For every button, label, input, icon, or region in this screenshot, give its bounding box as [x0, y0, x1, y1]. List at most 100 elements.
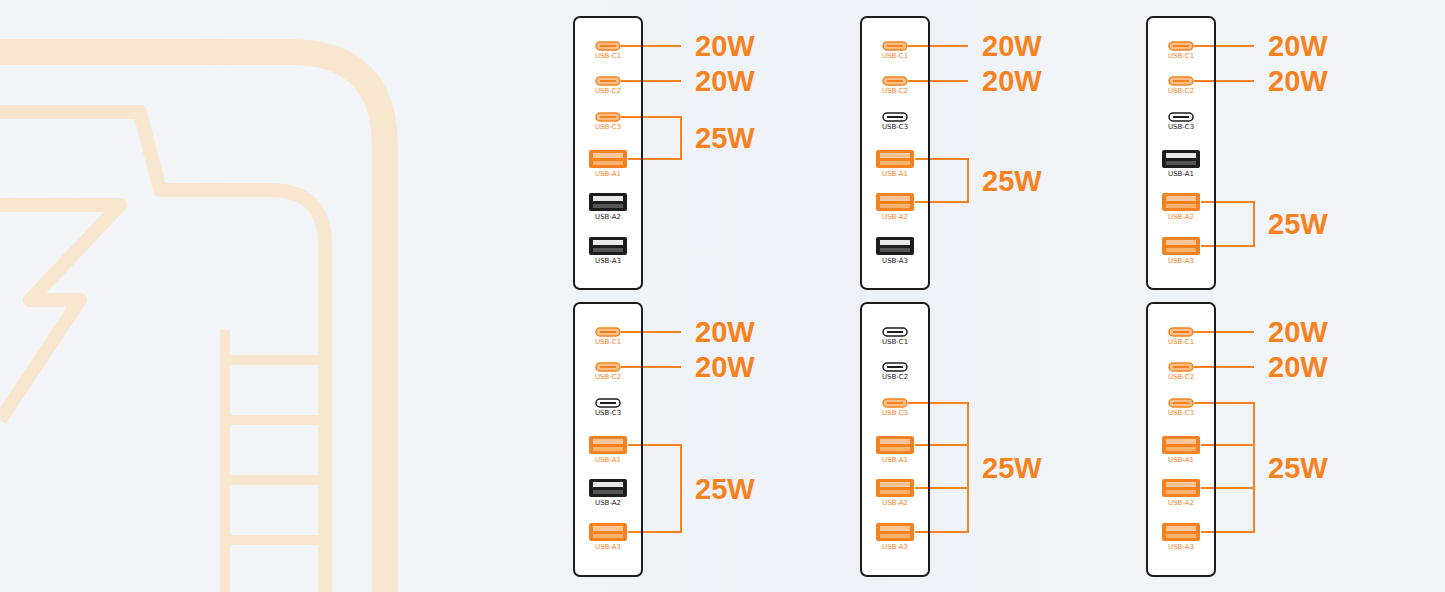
usb-a-port [589, 479, 627, 497]
leader-line [1194, 366, 1254, 368]
usb-c-port [1169, 328, 1193, 336]
port-name: USB-C1 [1168, 338, 1194, 346]
usb-c-port [596, 399, 620, 407]
usb-a-port [876, 523, 914, 541]
usb-c-port [596, 113, 620, 121]
bracket-line [915, 531, 968, 533]
panel-ground [574, 303, 642, 576]
charger-panel: USB-C1USB-C2USB-C3USB-A1USB-A2USB-A3 [1146, 302, 1216, 577]
bracket-line [1201, 531, 1254, 533]
usb-c-port [883, 77, 907, 85]
bracket-line [1253, 402, 1255, 533]
port-name: USB-A3 [1168, 257, 1194, 265]
port-name: USB-C2 [882, 373, 908, 381]
usb-c-port [1169, 363, 1193, 371]
bracket-line [1201, 201, 1254, 203]
panel-ground [861, 303, 929, 576]
leader-line [908, 80, 968, 82]
bracket-line [967, 402, 969, 533]
usb-c-port [1169, 113, 1193, 121]
power-rating: 20W [982, 65, 1042, 97]
usb-a-port [876, 237, 914, 255]
usb-a-port [589, 523, 627, 541]
port-name: USB-A2 [882, 499, 908, 507]
bracket-line [915, 487, 968, 489]
port-name: USB-C3 [1168, 409, 1194, 417]
port-name: USB-A3 [882, 257, 908, 265]
port-name: USB-C1 [882, 52, 908, 60]
charger-panel: USB-C1USB-C2USB-C3USB-A1USB-A2USB-A3 [1146, 16, 1216, 290]
port-name: USB-C2 [882, 87, 908, 95]
charger-panel: USB-C1USB-C2USB-C3USB-A1USB-A2USB-A3 [860, 16, 930, 290]
port-name: USB-C2 [1168, 373, 1194, 381]
panel-ground [574, 17, 642, 289]
power-rating: 25W [982, 452, 1042, 484]
port-name: USB-C3 [882, 409, 908, 417]
bracket-line [1201, 487, 1254, 489]
usb-c-port [883, 399, 907, 407]
leader-line [621, 331, 681, 333]
usb-a-port [876, 150, 914, 168]
port-name: USB-C1 [595, 52, 621, 60]
leader-line [621, 80, 681, 82]
bracket-line [1201, 444, 1254, 446]
power-rating: 20W [1268, 316, 1328, 348]
usb-a-port [1162, 479, 1200, 497]
usb-c-port [1169, 399, 1193, 407]
panel-ground [1147, 303, 1215, 576]
bracket-line [628, 444, 681, 446]
leader-line [1194, 331, 1254, 333]
usb-c-port [883, 328, 907, 336]
power-rating: 25W [695, 473, 755, 505]
charger-panel: USB-C1USB-C2USB-C3USB-A1USB-A2USB-A3 [573, 16, 643, 290]
port-name: USB-A1 [882, 456, 908, 464]
usb-c-port [883, 113, 907, 121]
bracket-line [1253, 201, 1255, 247]
usb-a-port [876, 479, 914, 497]
port-name: USB-A1 [882, 170, 908, 178]
port-name: USB-A3 [1168, 543, 1194, 551]
port-name: USB-C2 [595, 373, 621, 381]
port-name: USB-C3 [595, 123, 621, 131]
charger-watermark [0, 52, 385, 592]
leader-line [1194, 45, 1254, 47]
bracket-line [1194, 402, 1254, 404]
port-name: USB-C1 [882, 338, 908, 346]
power-rating: 20W [982, 30, 1042, 62]
bracket-line [908, 402, 968, 404]
usb-a-port [589, 150, 627, 168]
port-name: USB-C3 [1168, 123, 1194, 131]
panel-ground [1147, 17, 1215, 289]
bracket-line [680, 116, 682, 160]
usb-a-port [1162, 523, 1200, 541]
usb-a-port [1162, 436, 1200, 454]
port-name: USB-C2 [1168, 87, 1194, 95]
usb-a-port [589, 237, 627, 255]
usb-c-port [596, 328, 620, 336]
power-rating: 20W [695, 30, 755, 62]
usb-a-port [1162, 193, 1200, 211]
usb-c-port [596, 42, 620, 50]
port-name: USB-A1 [1168, 170, 1194, 178]
bracket-line [915, 201, 968, 203]
leader-line [621, 366, 681, 368]
bracket-line [680, 444, 682, 533]
usb-a-port [589, 193, 627, 211]
port-name: USB-A3 [882, 543, 908, 551]
power-rating: 25W [1268, 208, 1328, 240]
panel-ground [861, 17, 929, 289]
power-rating: 25W [982, 165, 1042, 197]
power-rating: 20W [1268, 30, 1328, 62]
leader-line [621, 45, 681, 47]
bracket-line [915, 158, 968, 160]
leader-line [908, 45, 968, 47]
bracket-line [621, 116, 681, 118]
power-rating: 25W [695, 122, 755, 154]
usb-c-port [883, 42, 907, 50]
port-name: USB-C2 [595, 87, 621, 95]
usb-a-port [1162, 237, 1200, 255]
port-name: USB-A2 [1168, 213, 1194, 221]
power-rating: 25W [1268, 452, 1328, 484]
power-rating: 20W [695, 351, 755, 383]
port-name: USB-A1 [595, 456, 621, 464]
